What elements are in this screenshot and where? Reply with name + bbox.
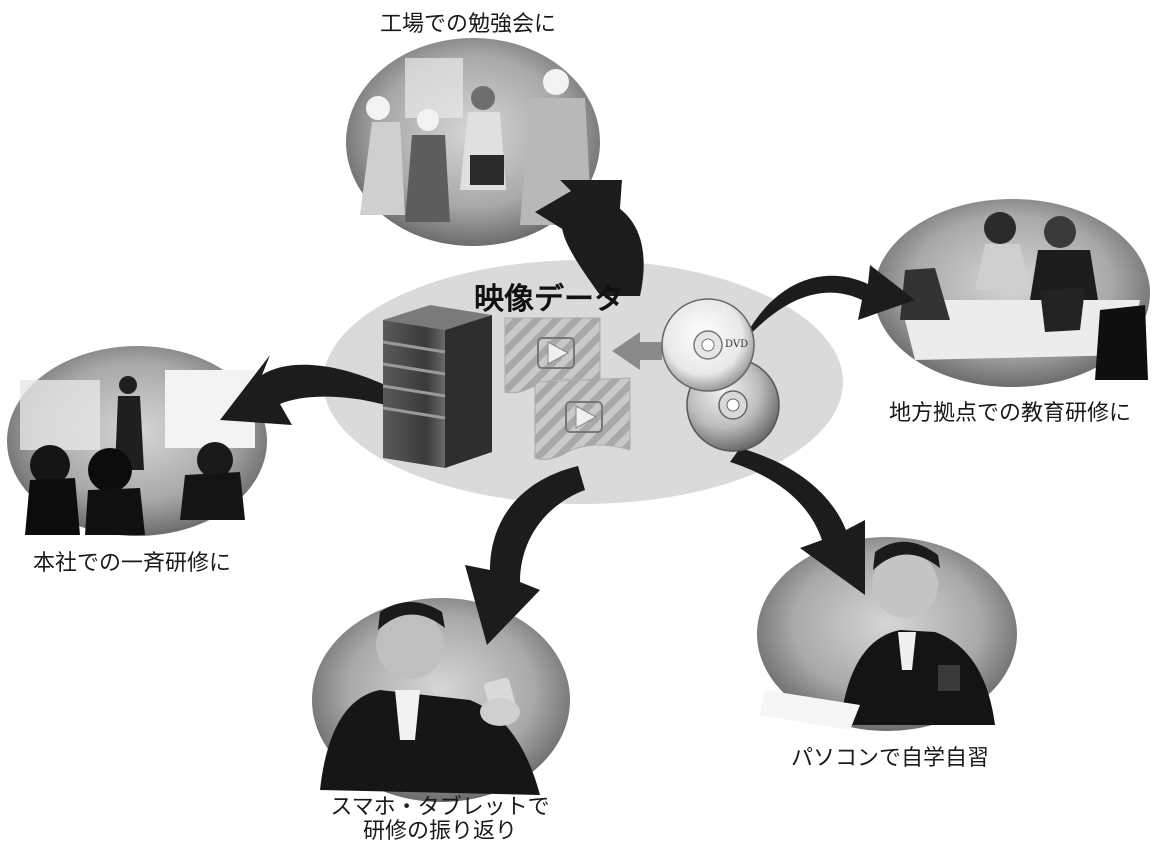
arrow-to-headquarters	[220, 355, 385, 425]
label-factory: 工場での勉強会に	[379, 12, 557, 37]
label-mobile-line1: スマホ・タブレットで	[330, 795, 550, 820]
arrow-to-pc	[730, 448, 865, 595]
label-dvd: DVD	[725, 339, 749, 350]
label-mobile-line2: 研修の振り返り	[362, 819, 518, 844]
video-file-icon-2	[534, 377, 631, 460]
label-headquarters: 本社での一斉研修に	[32, 551, 232, 576]
arrow-dvd-to-video	[612, 332, 662, 370]
mobile-photo	[312, 598, 570, 802]
server-icon	[382, 305, 492, 468]
factory-photo	[346, 38, 600, 246]
headquarters-photo	[7, 346, 267, 536]
arrow-to-regional	[742, 265, 915, 343]
label-regional: 地方拠点での教育研修に	[888, 401, 1132, 426]
regional-office-photo	[874, 199, 1150, 387]
arrow-to-factory	[535, 180, 644, 296]
label-video-data: 映像データ	[474, 282, 624, 317]
label-pc: パソコンで自学自習	[790, 746, 990, 771]
arrow-to-mobile	[465, 466, 585, 645]
pc-photo	[757, 537, 1017, 731]
dvd-disc-icon	[661, 298, 780, 452]
